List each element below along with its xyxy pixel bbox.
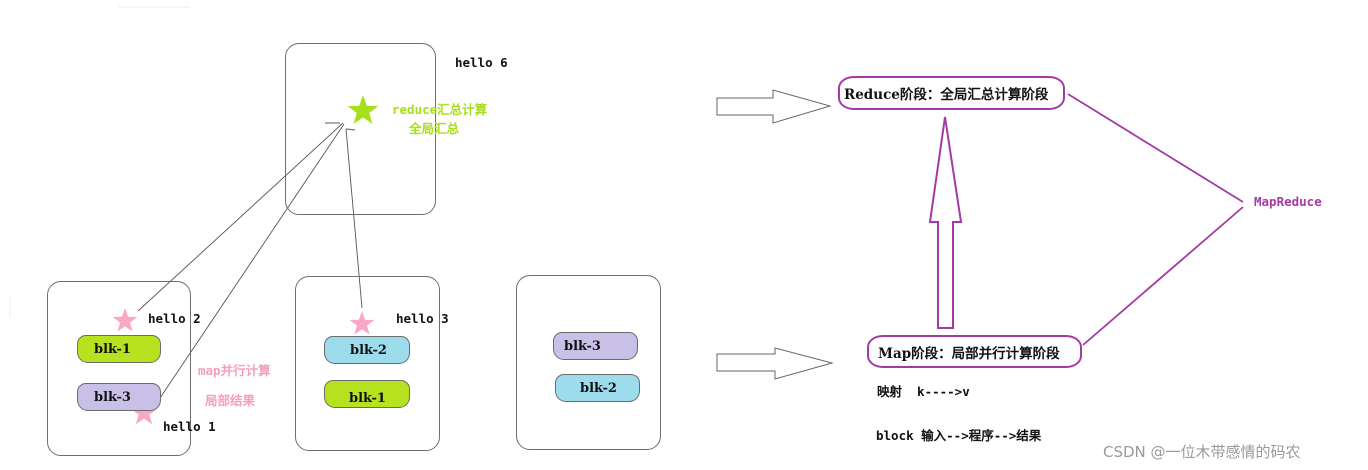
arrow-to-map-phase — [716, 347, 834, 380]
block-item: blk-3 — [77, 383, 161, 411]
reduce-output-label: hello 6 — [455, 55, 508, 70]
map-output-star-icon — [349, 311, 375, 335]
arrow-map-to-reduce — [928, 116, 963, 329]
arrow-to-reduce-phase — [716, 89, 832, 124]
map-output-label: hello 1 — [163, 419, 216, 434]
reduce-caption-line1: reduce汇总计算 — [392, 102, 488, 117]
connector-hello3-to-reduce — [345, 128, 363, 309]
connector-reduce-to-mapreduce — [1067, 93, 1244, 203]
block-item: blk-3 — [553, 332, 638, 360]
watermark: CSDN @一位木带感情的码农 — [1103, 443, 1301, 461]
arrowhead-tick — [345, 128, 356, 131]
map-output-label: hello 3 — [396, 311, 449, 326]
block-item: blk-1 — [324, 380, 410, 408]
block-note: block 输入-->程序-->结果 — [876, 428, 1042, 443]
block-item: blk-2 — [324, 336, 410, 364]
map-node-2 — [295, 276, 440, 451]
map-node-3 — [516, 275, 661, 450]
connector-map-to-mapreduce — [1082, 206, 1244, 346]
map-node-1 — [47, 281, 191, 456]
map-phase-box: Map阶段：局部并行计算阶段 — [867, 335, 1082, 368]
block-item: blk-2 — [555, 374, 640, 402]
reduce-star-icon — [347, 95, 379, 124]
mapping-note: 映射 k---->v — [877, 384, 970, 399]
map-output-label: hello 2 — [148, 311, 201, 326]
block-item: blk-1 — [77, 335, 161, 363]
reduce-caption-line2: 全局汇总 — [409, 121, 460, 136]
map-caption-line2: 局部结果 — [205, 393, 256, 408]
reduce-phase-box: Reduce阶段：全局汇总计算阶段 — [838, 76, 1065, 110]
map-caption-line1: map并行计算 — [198, 363, 271, 378]
mapreduce-label: MapReduce — [1254, 194, 1322, 209]
connector-hello2-to-reduce — [137, 122, 344, 312]
reduce-node — [285, 43, 436, 215]
map-output-star-icon — [130, 399, 158, 425]
map-output-star-icon — [112, 308, 138, 332]
